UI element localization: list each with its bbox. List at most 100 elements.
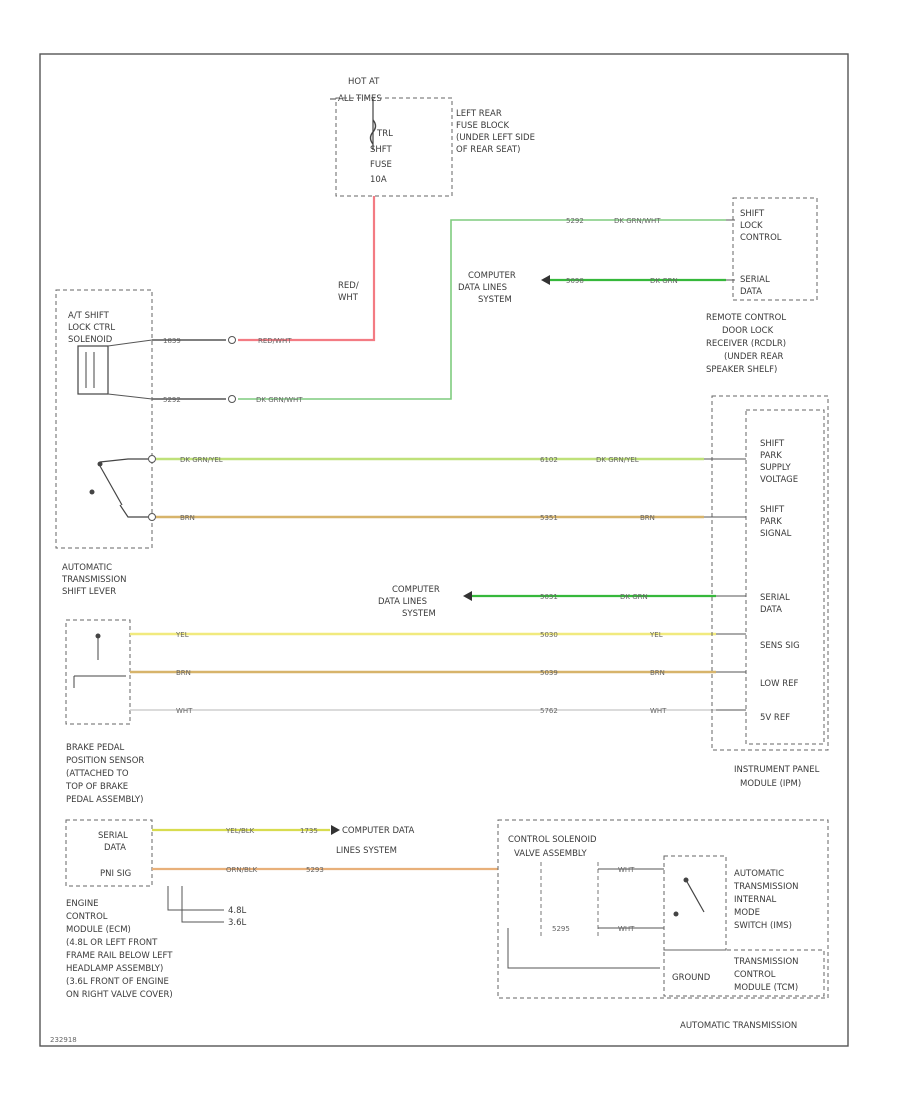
- fuse-icon: [369, 119, 377, 145]
- circuit-5039: 5039: [540, 669, 558, 677]
- fuse-loc-line-3: (UNDER LEFT SIDE: [456, 133, 535, 143]
- ecm-name-1: ENGINE: [66, 899, 99, 909]
- ecm-pin-label-3: PNI SIG: [100, 869, 131, 879]
- circuit-5351: 5351: [540, 514, 558, 522]
- wht-label-4: WHT: [618, 925, 635, 933]
- ipc-pin-label-4: VOLTAGE: [760, 475, 798, 485]
- dk-grn-wht-label-1: DK GRN/WHT: [256, 396, 303, 404]
- brake-sensor-label-4: TOP OF BRAKE: [65, 782, 128, 792]
- ipc-name-2: MODULE (IPM): [740, 779, 801, 789]
- shift-lever-box: [55, 289, 153, 549]
- diagram-frame: [39, 53, 849, 1047]
- engine-branch-lines: [167, 886, 224, 923]
- computer-data-3-line-1: COMPUTER DATA: [342, 826, 415, 836]
- brake-sensor-label-2: POSITION SENSOR: [66, 756, 144, 766]
- ims-switch-icon: [685, 879, 705, 913]
- fuse-loc-line-2: FUSE BLOCK: [456, 121, 509, 131]
- shift-lever-label-2: TRANSMISSION: [61, 575, 127, 585]
- dk-grn-label-2: DK GRN: [620, 593, 648, 601]
- solenoid-lead: [107, 339, 153, 347]
- rcdl-name-5: SPEAKER SHELF): [706, 365, 777, 375]
- rcdl-pin-label-5: DATA: [740, 287, 762, 297]
- shift-lever-label-1: AUTOMATIC: [62, 563, 112, 573]
- ecm-pin-label-1: SERIAL: [98, 831, 128, 841]
- rcdl-pin-label-1: SHIFT: [740, 209, 765, 219]
- computer-data-2-line-1: COMPUTER: [392, 585, 440, 595]
- yel-label-1: YEL: [175, 631, 189, 639]
- computer-data-1-line-2: DATA LINES: [458, 283, 507, 293]
- fuse-block-box: [335, 97, 453, 197]
- ecm-name-8: ON RIGHT VALVE COVER): [66, 990, 173, 1000]
- tcm-label-3: MODULE (TCM): [734, 983, 798, 993]
- circuit-5293: 5293: [306, 866, 324, 874]
- solenoid-label-1: A/T SHIFT: [68, 311, 110, 321]
- rcdl-name-3: RECEIVER (RCDLR): [706, 339, 786, 349]
- wire-dk-grn-wht: [238, 219, 726, 400]
- ecm-name-3: MODULE (ECM): [66, 925, 131, 935]
- solenoid-label-2: LOCK CTRL: [68, 323, 115, 333]
- sensor-resistor-icon: [73, 675, 126, 688]
- engine-label-1: 4.8L: [228, 906, 247, 916]
- ims-label-4: MODE: [734, 908, 760, 918]
- rcdl-pin-label-3: CONTROL: [740, 233, 782, 243]
- dk-grn-yel-label-2: DK GRN/YEL: [596, 456, 639, 464]
- tcm-label-1: TRANSMISSION: [733, 957, 799, 967]
- tcm-ground-wire: [507, 928, 660, 969]
- ecm-name-5: FRAME RAIL BELOW LEFT: [66, 951, 173, 961]
- circuit-5098: 5098: [566, 277, 584, 285]
- ecm-pin-label-2: DATA: [104, 843, 126, 853]
- fuse-line-2: SHFT: [370, 145, 393, 155]
- shift-lever-label-3: SHIFT LEVER: [62, 587, 116, 597]
- valve-body-label-1: CONTROL SOLENOID: [508, 835, 597, 845]
- figure-number: 232918: [50, 1036, 77, 1044]
- yel-blk-label: YEL/BLK: [225, 827, 255, 835]
- ipc-pin-label-2: PARK: [760, 451, 782, 461]
- circuit-1839: 1839: [163, 337, 181, 345]
- ground-label: GROUND: [672, 973, 711, 983]
- fuse-line-1: TRL: [376, 129, 393, 139]
- ecm-name-6: HEADLAMP ASSEMBLY): [66, 964, 163, 974]
- circuit-5292-b: 5292: [566, 217, 584, 225]
- circuit-5031: 5031: [540, 593, 558, 601]
- switch-contact: [89, 489, 95, 495]
- tcm-label-2: CONTROL: [734, 970, 776, 980]
- brn-label-1: BRN: [180, 514, 195, 522]
- rcdl-pin-label-4: SERIAL: [740, 275, 770, 285]
- circuit-5292-a: 5292: [163, 396, 181, 404]
- wht-label-3: WHT: [618, 866, 635, 874]
- hot-at-label: HOT AT: [348, 77, 380, 87]
- wht-label-2: WHT: [650, 707, 667, 715]
- rcdl-box: [732, 197, 818, 301]
- brake-sensor-label-1: BRAKE PEDAL: [66, 743, 125, 753]
- circuit-5762: 5762: [540, 707, 558, 715]
- ecm-box: [65, 819, 153, 887]
- ipc-outer-box: [711, 395, 829, 751]
- solenoid-label-3: SOLENOID: [68, 335, 113, 345]
- connector-pin: [228, 336, 236, 344]
- circuit-1735: 1735: [300, 827, 318, 835]
- ecm-name-7: (3.6L FRONT OF ENGINE: [66, 977, 169, 987]
- dk-grn-yel-label-1: DK GRN/YEL: [180, 456, 223, 464]
- transmission-box: [497, 819, 829, 999]
- dk-grn-label-1: DK GRN: [650, 277, 678, 285]
- switch-wire: [119, 504, 148, 518]
- connector-pin: [148, 513, 156, 521]
- ecm-name-2: CONTROL: [66, 912, 108, 922]
- ims-label-2: TRANSMISSION: [733, 882, 799, 892]
- ipc-pin-label-8: SERIAL: [760, 593, 790, 603]
- red-wht-label-3: RED/WHT: [258, 337, 292, 345]
- all-times-label: ALL TIMES: [338, 94, 382, 104]
- switch-wire: [99, 458, 148, 463]
- arrow-icon: [463, 591, 472, 601]
- computer-data-1-line-3: SYSTEM: [478, 295, 512, 305]
- arrow-icon: [331, 825, 340, 835]
- ipc-inner-box: [745, 409, 825, 745]
- rcdl-name-2: DOOR LOCK: [722, 326, 774, 336]
- engine-label-2: 3.6L: [228, 918, 247, 928]
- ecm-name-4: (4.8L OR LEFT FRONT: [66, 938, 158, 948]
- ipc-pin-label-3: SUPPLY: [760, 463, 791, 473]
- computer-data-2-line-3: SYSTEM: [402, 609, 436, 619]
- red-wht-label-1: RED/: [338, 281, 359, 291]
- fuse-line-4: 10A: [370, 175, 387, 185]
